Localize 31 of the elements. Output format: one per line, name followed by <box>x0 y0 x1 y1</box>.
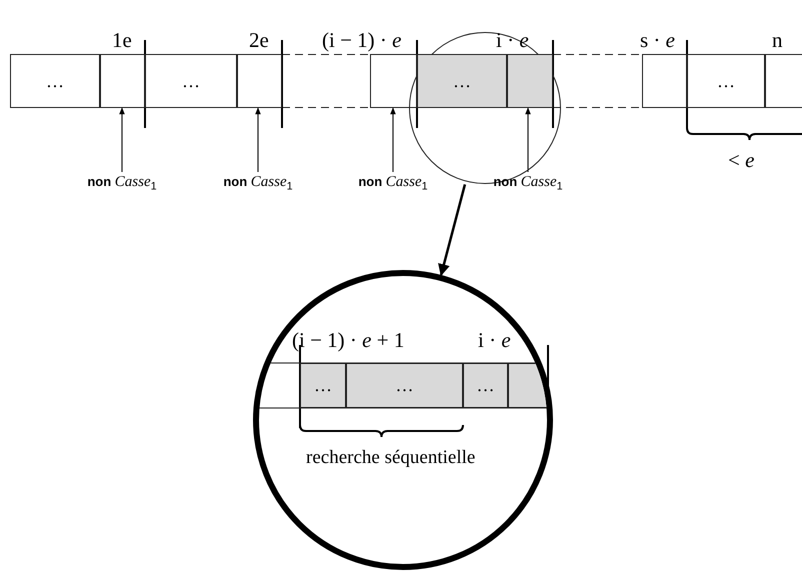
array-cell: … <box>687 54 765 108</box>
boundary-label: n <box>772 30 782 51</box>
magnify-arrow <box>438 184 466 276</box>
pointer-arrow <box>119 107 125 172</box>
array-cell: … <box>463 363 508 408</box>
brace-label: recherche séquentielle <box>306 448 476 467</box>
pointer-arrow <box>255 107 261 172</box>
array-cell <box>100 54 145 108</box>
boundary-label: (i − 1) · e + 1 <box>292 330 404 351</box>
pointer-note: non Casse$_{1}$ <box>348 172 438 194</box>
array-cell <box>370 54 417 108</box>
boundary-label: 2e <box>249 30 269 51</box>
array-cell: … <box>300 363 346 408</box>
magnified-view-circle <box>253 270 553 570</box>
boundary-label: (i − 1) · e <box>322 30 402 51</box>
array-cell: … <box>10 54 100 108</box>
array-cell <box>508 363 547 408</box>
brace-label: < e <box>728 150 754 171</box>
pointer-arrow <box>390 107 396 172</box>
array-cell: … <box>346 363 463 408</box>
pointer-arrow <box>525 107 531 172</box>
array-cell <box>507 54 553 108</box>
array-cell: … <box>417 54 507 108</box>
pointer-note: non Casse$_{1}$ <box>77 172 167 194</box>
boundary-label: s · e <box>640 30 675 51</box>
boundary-label: 1e <box>112 30 132 51</box>
boundary-label: i · e <box>478 330 511 351</box>
array-cell <box>642 54 687 108</box>
array-cell <box>237 54 282 108</box>
pointer-note: non Casse$_{1}$ <box>213 172 303 194</box>
array-cell: … <box>145 54 237 108</box>
